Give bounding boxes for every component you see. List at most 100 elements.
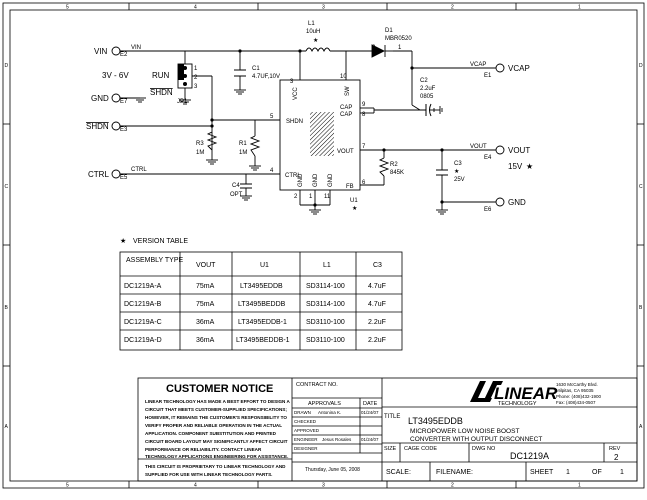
table-cell: SD3110-100 [306, 319, 345, 326]
gnd-in-ref: E7 [120, 99, 128, 105]
ic-pin-num-4: 4 [270, 168, 274, 174]
jumper-pin-2: 2 [194, 75, 198, 81]
vout-terminal [495, 145, 505, 155]
ground-symbol [179, 99, 191, 105]
address-line: Milpitas, CA 95035 [556, 388, 594, 393]
ic-pin-gnd-1: GND [298, 173, 304, 187]
capacitor-c3 [436, 169, 448, 176]
table-cell: DC1219A-A [124, 283, 162, 290]
c2-ref: C2 [420, 78, 428, 84]
table-cell: 75mA [196, 283, 215, 290]
date-label: DATE [363, 401, 378, 407]
ground-symbol [240, 195, 252, 201]
ic-pin-fb: FB [346, 184, 354, 190]
table-cell: SD3110-100 [306, 337, 345, 344]
vcap-terminal [495, 63, 505, 73]
r1-value: 1M [239, 150, 247, 156]
u1-ref: U1 [350, 198, 358, 204]
table-cell: 2.2uF [368, 319, 386, 326]
table-cell: DC1219A-B [124, 301, 162, 308]
filename-label: FILENAME: [436, 469, 473, 476]
table-header: ASSEMBLY TYPE [126, 257, 184, 264]
border-top-number: 1 [578, 5, 581, 11]
ctrl-port-label: CTRL [88, 170, 109, 179]
ic-pin-gnd-2: GND [313, 173, 319, 187]
l1-star: ★ [313, 37, 318, 44]
table-cell: SD3114-100 [306, 283, 345, 290]
shdn-ref: E3 [120, 127, 128, 133]
table-cell: SD3114-100 [306, 301, 345, 308]
table-cell: 4.7uF [368, 283, 386, 290]
ground-symbol [436, 209, 448, 215]
ic-pin-num-5: 5 [270, 114, 274, 120]
ic-pin-num-7: 7 [362, 144, 366, 150]
table-cell: 2.2uF [368, 337, 386, 344]
c4-ref: C4 [232, 183, 240, 189]
border-bottom-number: 1 [578, 483, 581, 489]
notice-line: LINEAR TECHNOLOGY HAS MADE A BEST EFFORT… [145, 399, 290, 404]
engineer-name: Jesus Rosales [322, 437, 352, 442]
d1-value: MBR0520 [385, 36, 412, 42]
vout-net: VOUT [470, 144, 487, 150]
border-side-letter: C [5, 184, 9, 190]
ground-symbol [309, 209, 321, 215]
gnd-in-terminal [111, 93, 121, 103]
table-cell: LT3495BEDDB-1 [236, 337, 290, 344]
border-bottom-number: 2 [451, 483, 454, 489]
ground-symbol [134, 97, 146, 103]
jumper-run-label: RUN [152, 71, 170, 80]
c2-value: 2.2uF [420, 86, 436, 92]
ic-pin-num-8: 8 [362, 112, 366, 118]
sheet-border [2, 2, 645, 489]
notice-line: TECHNOLOGY APPLICATIONS ENGINEERING FOR … [145, 454, 288, 459]
table-cell: 4.7uF [368, 301, 386, 308]
proprietary-line: THIS CIRCUIT IS PROPRIETARY TO LINEAR TE… [145, 464, 286, 469]
border-top-number: 4 [194, 5, 197, 11]
junction-dot [440, 200, 444, 204]
customer-notice-title: CUSTOMER NOTICE [166, 383, 273, 395]
gnd-out-port-label: GND [508, 198, 526, 207]
dwg-no: DC1219A [510, 451, 549, 461]
vout-ref: E4 [484, 155, 492, 161]
shdn-port-label: SHDN [86, 122, 109, 131]
border-side-letter: B [639, 305, 643, 311]
r1-ref: R1 [239, 141, 247, 147]
ground-symbol [206, 159, 218, 165]
ctrl-ref: E5 [120, 175, 128, 181]
drawn-date: 01/24/07 [361, 410, 379, 415]
engineer-label: ENGINEER [294, 437, 318, 442]
print-date: Thursday, June 05, 2008 [305, 467, 360, 473]
vout-star: ★ [526, 162, 533, 171]
table-cell: 75mA [196, 301, 215, 308]
junction-dot [440, 148, 444, 152]
vcap-ref: E1 [484, 73, 492, 79]
shdn-terminal [111, 121, 121, 131]
jumper-pin-1: 1 [194, 66, 198, 72]
junction-dot [313, 203, 317, 207]
ctrl-terminal [111, 169, 121, 179]
input-range-label: 3V - 6V [102, 71, 129, 80]
capacitor-c1 [234, 69, 246, 77]
notice-line: CIRCUIT THAT MEETS CUSTOMER-SUPPLIED SPE… [145, 407, 287, 412]
border-bottom-number: 3 [322, 483, 325, 489]
table-cell: LT3495EDDB-1 [238, 319, 287, 326]
address-line: Fax: (408)434-0507 [556, 400, 596, 405]
ic-pin-num-2: 2 [294, 194, 298, 200]
dwg-no-label: DWG NO [472, 446, 496, 452]
vout-spec-label: 15V [508, 162, 523, 171]
rev-number: 2 [614, 453, 619, 462]
ic-pin-gnd-3: GND [328, 173, 334, 187]
ground-symbol [249, 165, 261, 171]
border-side-letter: B [5, 305, 9, 311]
version-table: ★ VERSION TABLE ASSEMBLY TYPE VOUT U1 L1… [119, 237, 403, 351]
ground-symbol [234, 89, 246, 95]
table-header: VOUT [196, 262, 216, 269]
logo-text: LINEAR [494, 384, 558, 403]
ic-pin-num-6: 6 [362, 180, 366, 186]
ic-pin-vcc: VCC [293, 87, 299, 100]
ic-pin-shdn: SHDN [286, 119, 303, 125]
border-side-letter: D [5, 63, 9, 69]
exposed-pad [310, 112, 334, 156]
sheet-label: SHEET [530, 469, 554, 476]
capacitor-c2 [425, 103, 432, 117]
